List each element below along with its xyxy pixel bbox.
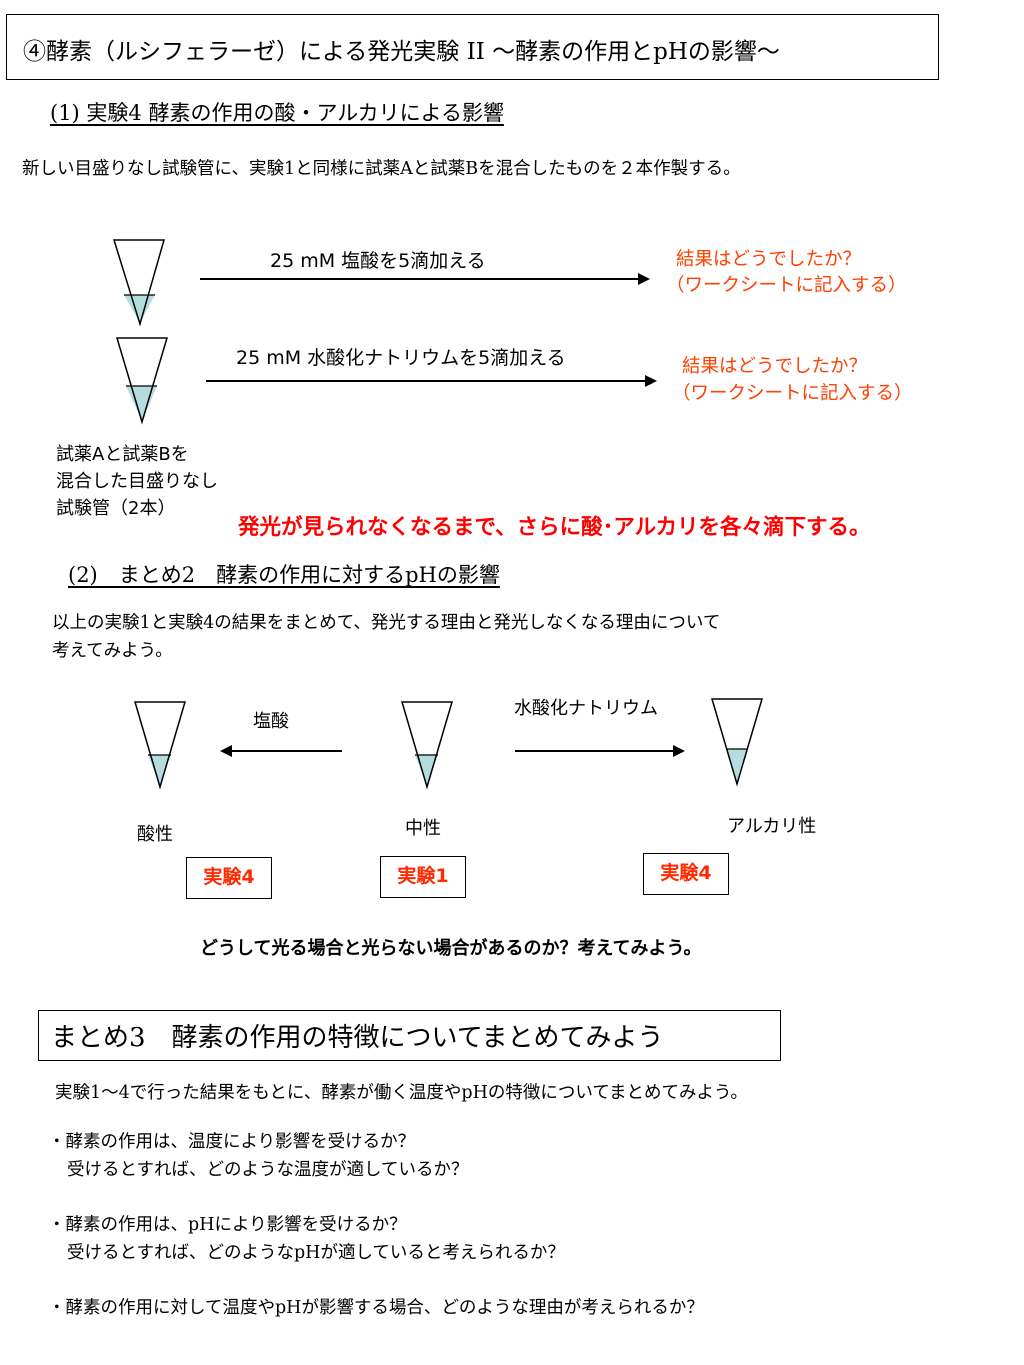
acid-addition-label: 25 mM 塩酸を5滴加える [270, 250, 486, 272]
acidic-label: 酸性 [137, 824, 173, 845]
tube-caption-line3: 試験管（2本） [56, 498, 176, 519]
question-2-line2: 受けるとすれば、どのようなpHが適していると考えられるか？ [67, 1243, 565, 1263]
summary3-box: まとめ3 酵素の作用の特徴についてまとめてみよう [38, 1010, 781, 1061]
section1-intro: 新しい目盛りなし試験管に、実験1と同様に試薬Aと試薬Bを混合したものを２本作製す… [22, 159, 741, 179]
alkaline-label: アルカリ性 [727, 816, 817, 837]
page-title: ④酵素（ルシフェラーゼ）による発光実験 II ～酵素の作用とpHの影響～ [23, 39, 780, 65]
section3-intro: 実験1～4で行った結果をもとに、酵素が働く温度やpHの特徴についてまとめてみよう… [55, 1083, 748, 1103]
title-box: ④酵素（ルシフェラーゼ）による発光実験 II ～酵素の作用とpHの影響～ [6, 14, 939, 80]
arrow-to-acidic [220, 745, 342, 757]
result-note-2: （ワークシートに記入する） [672, 383, 913, 404]
arrow-acid [200, 273, 650, 285]
instruction-text: 発光が見られなくなるまで、さらに酸･アルカリを各々滴下する。 [238, 515, 871, 540]
test-tube-alkaline [710, 698, 764, 787]
test-tube-base [115, 337, 169, 425]
base-addition-label: 25 mM 水酸化ナトリウムを5滴加える [236, 347, 566, 369]
section2-intro-line2: 考えてみよう。 [52, 641, 173, 661]
result-note-1: （ワークシートに記入する） [666, 275, 907, 296]
question-1-line2: 受けるとすれば、どのような温度が適しているか？ [67, 1160, 469, 1180]
hydrochloric-acid-label: 塩酸 [253, 711, 289, 732]
question-2-line1: ・酵素の作用は、pHにより影響を受けるか？ [48, 1215, 407, 1235]
think-question: どうして光る場合と光らない場合があるのか？考えてみよう。 [200, 938, 702, 959]
question-3-line1: ・酵素の作用に対して温度やpHが影響する場合、どのような理由が考えられるか？ [48, 1298, 704, 1318]
exp-badge-acidic: 実験4 [186, 857, 272, 899]
test-tube-acid [112, 239, 165, 327]
question-1-line1: ・酵素の作用は、温度により影響を受けるか？ [48, 1132, 416, 1152]
tube-caption-line2: 混合した目盛りなし [56, 471, 218, 492]
arrow-base [206, 375, 657, 387]
neutral-label: 中性 [405, 818, 441, 839]
sodium-hydroxide-label: 水酸化ナトリウム [514, 698, 658, 719]
result-question-1: 結果はどうでしたか？ [676, 249, 862, 270]
test-tube-acidic [133, 701, 187, 790]
section1-heading: (1) 実験4 酵素の作用の酸・アルカリによる影響 [50, 101, 504, 125]
exp-badge-alkaline: 実験4 [643, 853, 729, 895]
arrow-to-alkaline [515, 745, 685, 757]
exp-badge-neutral: 実験1 [380, 856, 466, 898]
tube-caption-line1: 試薬Aと試薬Bを [56, 444, 189, 465]
section2-heading: (2) まとめ2 酵素の作用に対するpHの影響 [68, 563, 500, 587]
test-tube-neutral [400, 701, 454, 790]
result-question-2: 結果はどうでしたか？ [682, 356, 868, 377]
section2-intro-line1: 以上の実験1と実験4の結果をまとめて、発光する理由と発光しなくなる理由について [52, 613, 721, 633]
section3-heading: まとめ3 酵素の作用の特徴についてまとめてみよう [51, 1023, 664, 1053]
